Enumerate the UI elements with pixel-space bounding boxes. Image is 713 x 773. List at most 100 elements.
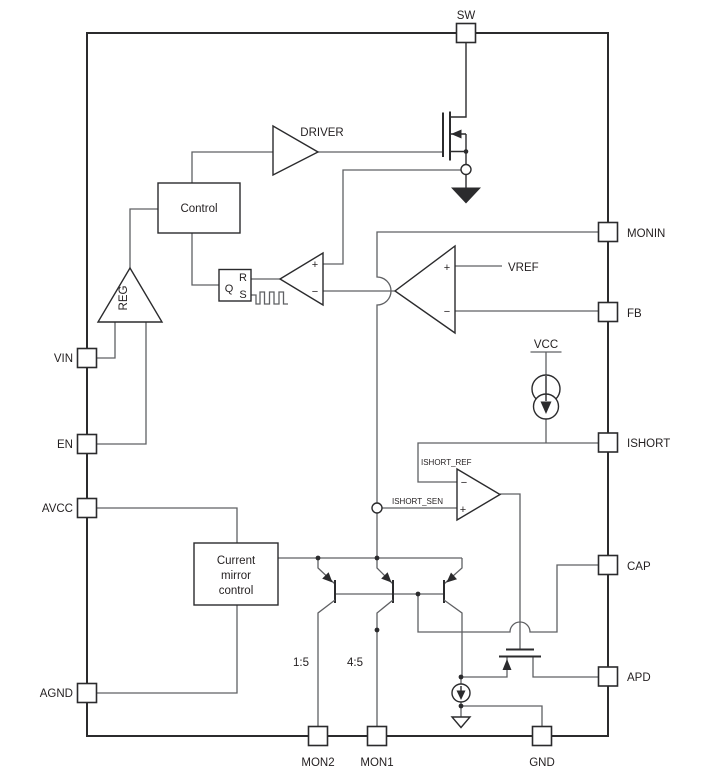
pin-mon1 (366, 725, 388, 747)
wire-gnd (460, 677, 543, 727)
down-arrow-icon (456, 690, 466, 700)
t1-collector (317, 599, 336, 727)
current-mirror-label: Current (217, 555, 256, 567)
wire-sw-drain (450, 43, 467, 118)
ratio-mon2-label: 1:5 (293, 657, 309, 669)
pin-vin-label: VIN (54, 353, 73, 365)
apd-mosfet (499, 648, 541, 670)
junction-dot (458, 703, 464, 709)
plus-sign: + (444, 262, 450, 274)
wires (97, 43, 599, 727)
minus-sign: − (461, 477, 467, 489)
pin-vin (76, 347, 98, 369)
pin-cap-label: CAP (627, 561, 651, 573)
apd-mosfet-arrow-icon (502, 659, 512, 670)
t2-collector (376, 599, 394, 727)
current-mirror-control: Current mirror control (193, 542, 279, 606)
latch-r-label: R (239, 272, 247, 284)
wire-control-reg (129, 208, 158, 268)
pin-mon1-label: MON1 (360, 757, 393, 769)
ishort-ref-label: ISHORT_REF (421, 458, 472, 467)
power-mosfet-body-arrow-icon (451, 129, 462, 139)
signal-ground-icon (450, 716, 472, 729)
junction-dot (463, 149, 469, 154)
pin-sw (455, 22, 477, 44)
error-amplifier-triangle (393, 244, 456, 335)
pin-agnd (76, 682, 98, 704)
pin-monin-label: MONIN (627, 228, 665, 240)
pin-fb-label: FB (627, 308, 642, 320)
pwm-comparator: + − (278, 251, 324, 307)
ishort-comparator-triangle (456, 467, 502, 522)
sr-latch-block (218, 268, 252, 302)
control-label: Control (180, 203, 217, 215)
wire-cap (417, 564, 599, 633)
ishort-sen-node-circle (371, 502, 383, 514)
current-mirror-label: control (219, 585, 254, 597)
pnp-arrow-icon (381, 572, 392, 583)
wire-control-driver (191, 151, 273, 183)
ishort-comparator: − + (456, 467, 502, 522)
clock-waveform (251, 291, 288, 305)
pnp-arrow-icon (446, 572, 457, 583)
pnp-arrow-icon (322, 572, 333, 583)
ic-boundary (86, 32, 609, 737)
wire-swnode-comparator (323, 169, 461, 265)
driver-label: DRIVER (300, 127, 343, 139)
junction-dots (315, 555, 464, 709)
vref-label: VREF (508, 262, 539, 274)
junction-dot (374, 627, 380, 633)
pin-ishort-label: ISHORT (627, 438, 670, 450)
pin-avcc-label: AVCC (42, 503, 73, 515)
reg-label: REG (118, 285, 130, 310)
plus-sign: + (312, 259, 318, 271)
pin-mon2 (307, 725, 329, 747)
power-mosfet-stubs (450, 133, 467, 164)
pin-en (76, 433, 98, 455)
ishort-sen-label: ISHORT_SEN (392, 497, 443, 506)
t3-collector (443, 599, 463, 677)
latch-s-label: S (239, 289, 246, 301)
wire-apd-source (461, 656, 508, 678)
plus-sign: + (460, 504, 466, 516)
junction-dot (415, 591, 421, 597)
pin-en-label: EN (57, 439, 73, 451)
pin-cap (597, 554, 619, 576)
pins (76, 22, 619, 747)
pin-gnd-label: GND (529, 757, 555, 769)
pin-fb (597, 301, 619, 323)
driver-triangle (272, 124, 320, 177)
pin-labels: SW MONIN FB ISHORT CAP APD VIN EN AVCC A… (40, 10, 670, 769)
wire-monin (376, 231, 599, 503)
wire-agnd (97, 605, 238, 694)
down-arrow-icon (540, 401, 552, 414)
power-mosfet (442, 111, 481, 204)
junction-dot (315, 555, 321, 561)
t2-emitter (376, 558, 394, 585)
bias-current-source (450, 683, 472, 729)
pin-agnd-label: AGND (40, 688, 73, 700)
pin-sw-label: SW (457, 10, 476, 22)
junction-dot (374, 555, 380, 561)
vcc-current-source: VCC (531, 339, 561, 420)
wire-apd-drain (532, 656, 599, 678)
vcc-label: VCC (534, 339, 558, 351)
wire-ishort-ref (417, 442, 599, 483)
wire-vin-reg (97, 322, 116, 359)
wire-comparator-apdgate (500, 493, 521, 649)
wire-control-latch (191, 233, 219, 286)
current-mirror-label: mirror (221, 570, 251, 582)
power-ground-icon (451, 187, 481, 204)
minus-sign: − (444, 306, 450, 318)
reg-triangle (96, 266, 164, 323)
pin-gnd (531, 725, 553, 747)
pwm-comparator-triangle (278, 251, 324, 307)
pin-mon2-label: MON2 (301, 757, 334, 769)
latch-q-label: Q (225, 283, 234, 295)
pin-apd (597, 666, 619, 687)
pin-monin (597, 221, 619, 243)
error-amplifier: + − (393, 244, 456, 335)
pin-avcc (76, 497, 98, 519)
